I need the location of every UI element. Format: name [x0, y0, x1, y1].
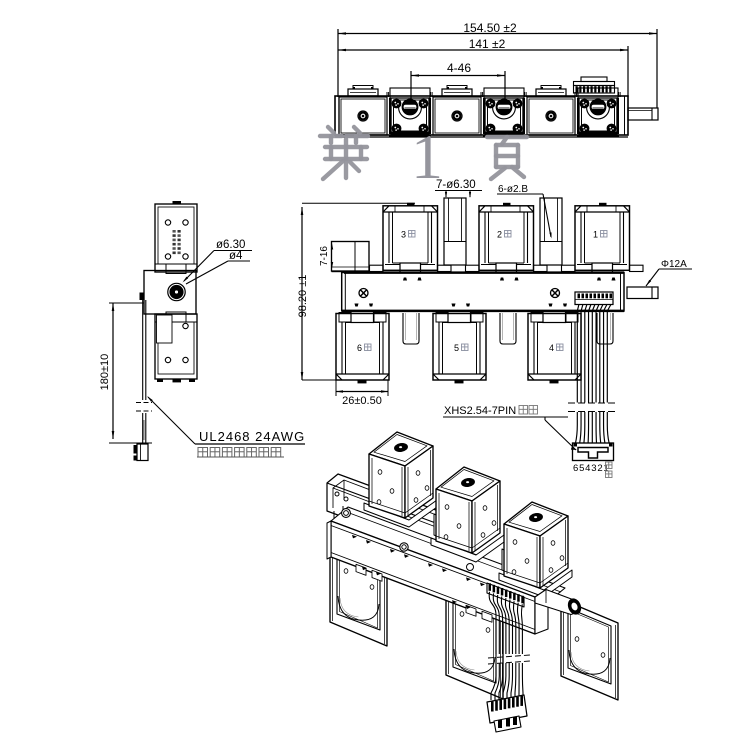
svg-text:141 ±2: 141 ±2	[469, 37, 506, 51]
svg-text:3: 3	[401, 230, 406, 240]
svg-text:26±0.50: 26±0.50	[342, 395, 382, 407]
svg-text:5: 5	[454, 343, 459, 353]
svg-text:7-ø6.30: 7-ø6.30	[436, 179, 476, 191]
svg-text:2: 2	[497, 230, 502, 240]
svg-text:ø6.30: ø6.30	[216, 239, 245, 251]
svg-text:4: 4	[549, 343, 554, 353]
svg-text:Φ12A: Φ12A	[661, 259, 687, 270]
svg-text:6: 6	[357, 343, 362, 353]
svg-text:4-46: 4-46	[447, 61, 471, 75]
svg-text:1: 1	[411, 121, 443, 192]
svg-text:7-16: 7-16	[319, 246, 330, 266]
svg-text:XHS2.54-7PIN: XHS2.54-7PIN	[444, 405, 516, 417]
svg-text:ø4: ø4	[229, 250, 243, 262]
svg-text:180±10: 180±10	[99, 354, 111, 391]
svg-text:98.20 ±1: 98.20 ±1	[297, 275, 309, 318]
svg-text:154.50 ±2: 154.50 ±2	[463, 21, 517, 35]
svg-text:654321: 654321	[573, 463, 610, 474]
svg-text:1: 1	[593, 230, 598, 240]
svg-text:UL2468 24AWG: UL2468 24AWG	[199, 429, 305, 444]
svg-text:6-ø2.B: 6-ø2.B	[498, 184, 528, 195]
